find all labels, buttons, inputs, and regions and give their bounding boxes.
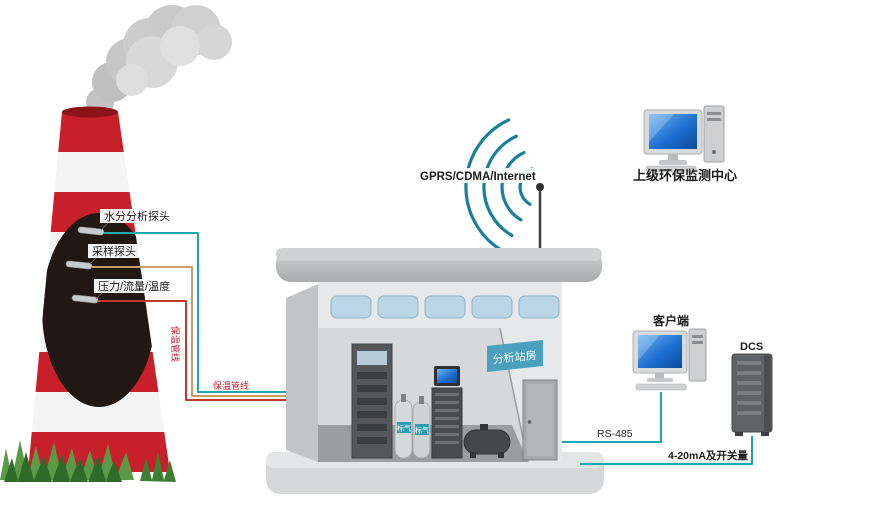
analysis-station-building: 标气 标气 分析站房: [266, 248, 604, 494]
station-windows: [330, 295, 560, 319]
probe-group: 水分分析探头 采样探头 压力/流量/温度: [65, 209, 186, 304]
monitoring-center-label: 上级环保监测中心: [633, 168, 737, 183]
antenna-tip: [536, 183, 544, 191]
leader-line: [89, 257, 97, 265]
antenna: GPRS/CDMA/Internet: [417, 118, 544, 256]
door-handle: [527, 420, 532, 424]
dcs-label: DCS: [740, 341, 763, 353]
leader-line: [100, 222, 109, 231]
wireless-arcs: [464, 118, 534, 253]
analyzer-cabinet: [351, 343, 393, 459]
label-bg: [88, 244, 144, 258]
keyboard: [645, 165, 697, 173]
monitor-screen: [638, 335, 682, 368]
heated-line: [98, 300, 295, 401]
pipeline-label-horizontal: 保温管线: [213, 380, 249, 391]
label-bg: [100, 209, 184, 223]
cylinder-label-1: 标气: [397, 424, 411, 433]
moisture-probe: [77, 226, 105, 236]
station-door: [522, 379, 558, 461]
rs485-label: RS-485: [597, 428, 633, 440]
analog-label: 4-20mA及开关量: [668, 449, 748, 462]
station-roof: [276, 248, 602, 282]
signal-lines: RS-485 4-20mA及开关量: [562, 392, 753, 465]
sample-pipelines: 保温管线 保温管线: [92, 232, 295, 401]
grass: [0, 440, 176, 482]
pipeline-label-vertical: 保温管线: [170, 326, 181, 362]
wireless-label: GPRS/CDMA/Internet: [420, 171, 536, 183]
sampling-probe-label: 采样探头: [92, 244, 136, 258]
client-label: 客户端: [652, 313, 689, 328]
station-left-wall: [286, 284, 318, 462]
monitoring-center-computer: 上级环保监测中心: [633, 105, 737, 183]
label-bg: [417, 168, 535, 183]
station-banner: 分析站房: [487, 340, 543, 372]
air-compressor: [463, 424, 511, 458]
pressure-probe-label: 压力/流量/温度: [98, 279, 170, 293]
monitor-screen: [649, 114, 697, 149]
dcs-server: DCS: [731, 341, 773, 436]
equipment-rack: [431, 366, 463, 459]
chimney-opening: [42, 213, 156, 407]
gas-cylinders: 标气 标气: [394, 394, 431, 459]
analog-line: [580, 436, 753, 465]
chimney-rim: [62, 106, 118, 118]
smoke-plume: [86, 5, 232, 116]
sampling-probe: [65, 260, 93, 270]
pressure-probe: [71, 294, 99, 304]
cylinder-label-2: 标气: [415, 426, 429, 435]
label-bg: [94, 279, 186, 293]
sampling-line: [92, 266, 295, 397]
station-name-label: 分析站房: [492, 348, 537, 367]
client-computer: 客户端: [632, 313, 707, 391]
cabinet-display: [357, 351, 387, 365]
leader-line: [95, 292, 103, 300]
rs485-line: [562, 392, 662, 443]
keyboard: [635, 383, 687, 391]
moisture-probe-label: 水分分析探头: [104, 209, 170, 223]
moisture-line: [104, 232, 295, 393]
